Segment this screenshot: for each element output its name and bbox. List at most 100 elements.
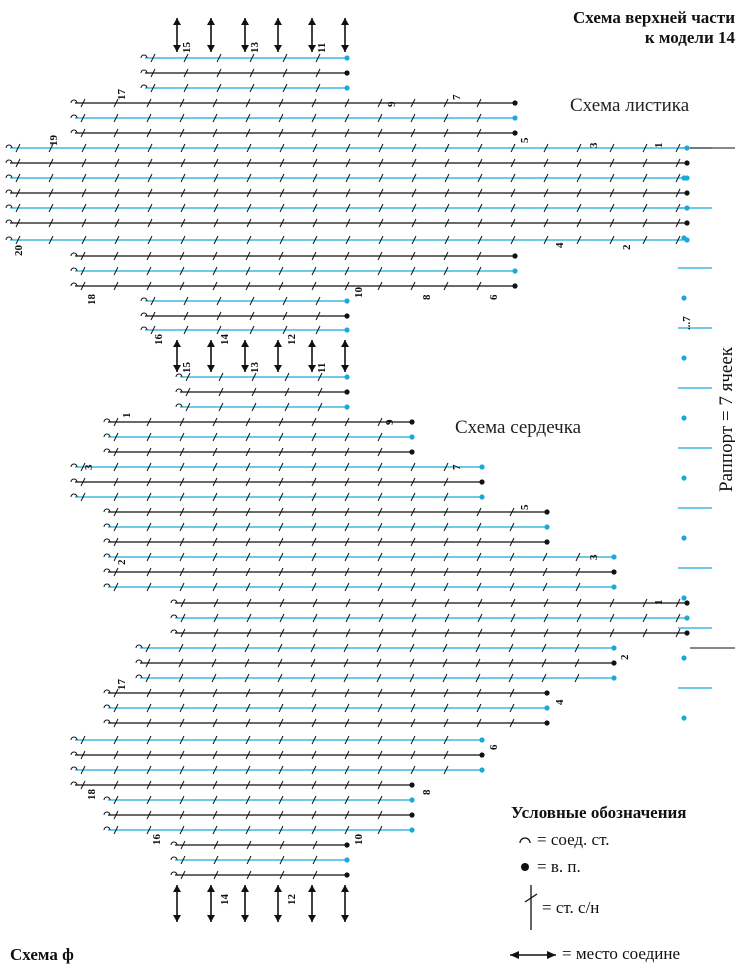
chain-dot (409, 449, 415, 455)
chain-dot (544, 690, 550, 696)
slip-stitch-mark (103, 719, 111, 724)
slip-stitch-mark (70, 766, 78, 771)
double-crochet-mark (246, 840, 252, 850)
arrow-head-down (241, 45, 249, 52)
double-crochet-mark (510, 173, 516, 183)
double-crochet-mark (211, 658, 217, 668)
double-crochet-mark (179, 703, 185, 713)
row-number-label: 19 (48, 135, 60, 147)
double-crochet-mark (113, 735, 119, 745)
double-crochet-mark (179, 795, 185, 805)
join-arrow-icon (341, 340, 349, 372)
double-crochet-mark (377, 98, 383, 108)
stitch-row (5, 235, 690, 245)
double-crochet-mark (179, 750, 185, 760)
chain-dot (479, 479, 485, 485)
slip-stitch-mark (170, 629, 178, 634)
double-crochet-mark (410, 567, 416, 577)
double-crochet-mark (114, 158, 120, 168)
slip-stitch-mark (103, 523, 111, 528)
double-crochet-mark (344, 266, 350, 276)
chain-dot (344, 374, 350, 380)
double-crochet-mark (179, 765, 185, 775)
slip-stitch-mark (5, 174, 13, 179)
double-crochet-mark (146, 765, 152, 775)
double-crochet-mark (410, 128, 416, 138)
double-crochet-mark (477, 158, 483, 168)
double-crochet-mark (80, 765, 86, 775)
double-crochet-mark (509, 688, 515, 698)
double-crochet-mark (278, 462, 284, 472)
arrow-head-up (207, 340, 215, 347)
row-number-label: 2 (619, 654, 631, 660)
double-crochet-mark (277, 658, 283, 668)
join-arrow-icon (308, 340, 316, 372)
slip-stitch-mark (103, 689, 111, 694)
double-crochet-mark (377, 266, 383, 276)
double-crochet-mark (212, 765, 218, 775)
double-crochet-mark (411, 628, 417, 638)
double-crochet-mark (575, 567, 581, 577)
double-crochet-mark (312, 870, 318, 880)
double-crochet-mark (180, 855, 186, 865)
double-crochet-mark (245, 477, 251, 487)
double-crochet-mark (311, 128, 317, 138)
double-crochet-mark (315, 53, 321, 63)
double-crochet-mark (212, 266, 218, 276)
join-arrows (173, 18, 349, 922)
double-crochet-mark (113, 113, 119, 123)
double-crochet-mark (48, 158, 54, 168)
double-crochet-mark (311, 492, 317, 502)
double-crochet-mark (48, 173, 54, 183)
double-crochet-mark (80, 735, 86, 745)
double-crochet-mark (48, 218, 54, 228)
double-crochet-mark (245, 432, 251, 442)
page-title-line1: Схема верхней части (573, 8, 735, 27)
double-crochet-mark (146, 477, 152, 487)
double-crochet-mark (180, 203, 186, 213)
arrow-head-up (241, 885, 249, 892)
chain-dot (344, 842, 350, 848)
double-crochet-mark (278, 688, 284, 698)
stitch-row (103, 795, 415, 805)
slip-stitch-mark (70, 478, 78, 483)
slip-stitch-icon (519, 837, 531, 844)
double-crochet-mark (377, 750, 383, 760)
double-crochet-mark (377, 795, 383, 805)
slip-stitch-mark (170, 841, 178, 846)
stitch-row (103, 522, 550, 532)
double-crochet-mark (378, 188, 384, 198)
arrow-head-down (274, 915, 282, 922)
double-crochet-mark (410, 266, 416, 276)
double-crochet-mark (312, 203, 318, 213)
double-crochet-mark (113, 718, 119, 728)
stitch-row (170, 855, 350, 865)
double-crochet-mark (311, 795, 317, 805)
double-crochet-mark (476, 507, 482, 517)
double-crochet-mark (246, 613, 252, 623)
arrow-head-up (207, 885, 215, 892)
double-crochet-mark (278, 718, 284, 728)
double-crochet-mark (543, 235, 549, 245)
double-crochet-mark (345, 613, 351, 623)
double-crochet-mark (310, 673, 316, 683)
double-crochet-mark (179, 266, 185, 276)
double-crochet-mark (282, 83, 288, 93)
double-crochet-mark (80, 281, 86, 291)
double-crochet-mark (443, 735, 449, 745)
chain-dot (684, 220, 690, 226)
double-crochet-mark (183, 325, 189, 335)
double-crochet-mark (48, 188, 54, 198)
stitch-row (103, 703, 550, 713)
double-crochet-mark (410, 507, 416, 517)
double-crochet-mark (343, 673, 349, 683)
double-crochet-mark (179, 582, 185, 592)
double-crochet-mark (245, 281, 251, 291)
double-crochet-mark (249, 296, 255, 306)
double-crochet-mark (376, 673, 382, 683)
double-crochet-mark (345, 628, 351, 638)
arrow-head-down (274, 45, 282, 52)
chain-dot (684, 160, 690, 166)
slip-stitch-mark (175, 403, 183, 408)
